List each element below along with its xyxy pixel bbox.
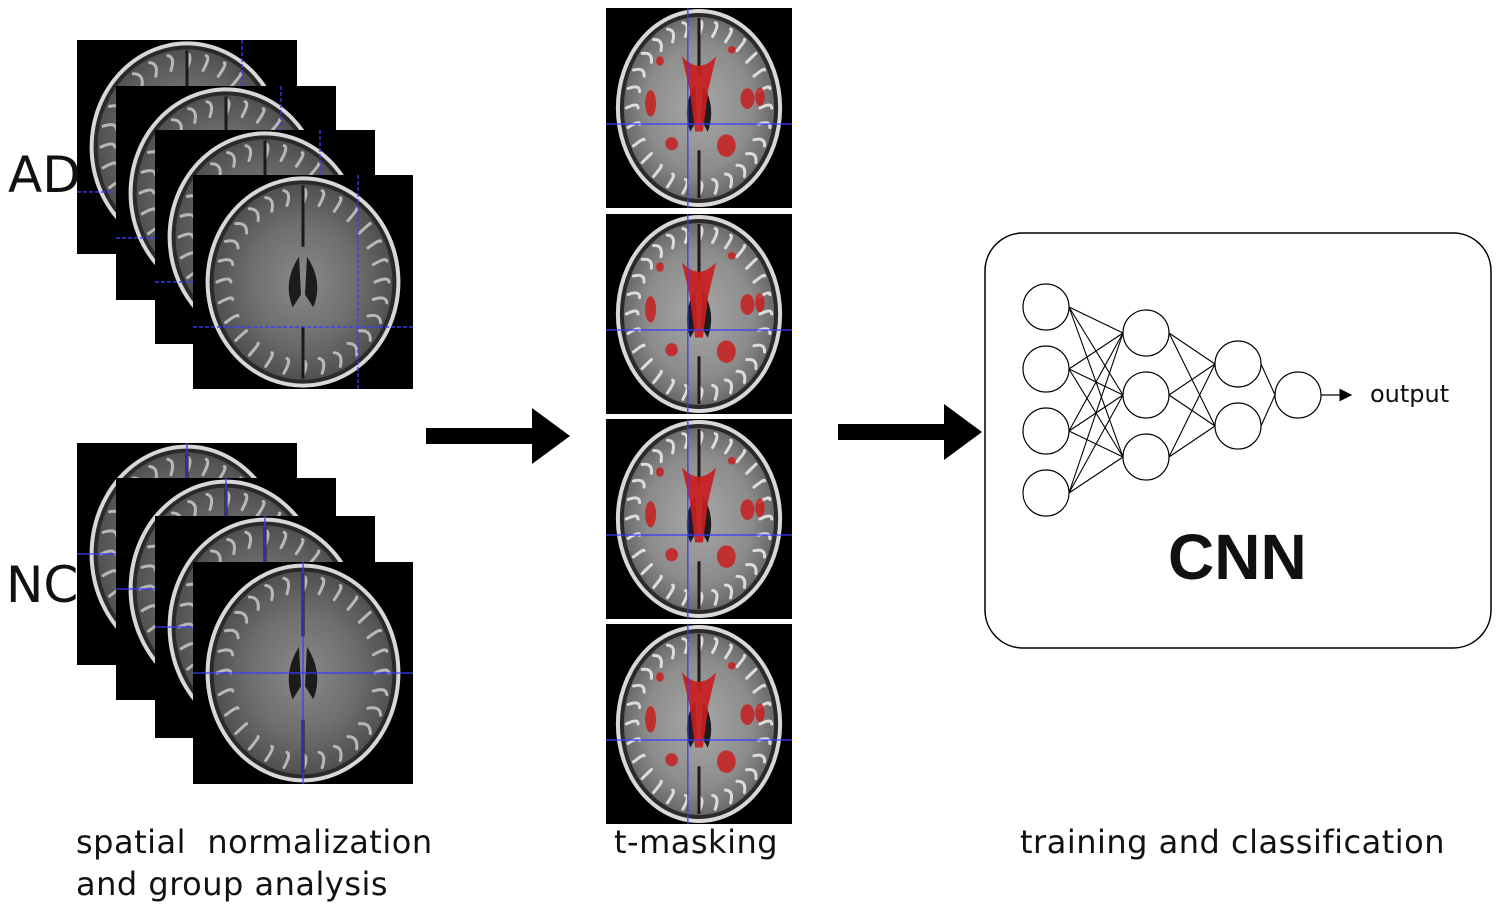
nn-node xyxy=(1122,309,1170,357)
masked-slice xyxy=(606,214,792,414)
nn-edge xyxy=(1068,456,1124,494)
nn-edge xyxy=(1168,363,1216,396)
nn-node xyxy=(1022,469,1070,517)
nn-node xyxy=(1022,345,1070,393)
t-masked-slices xyxy=(606,8,792,824)
nn-edge xyxy=(1068,332,1124,370)
masked-slice xyxy=(606,419,792,619)
stage1-caption-line1: spatial normalization xyxy=(76,823,433,861)
nc-slice xyxy=(193,562,413,784)
nn-edge xyxy=(1168,425,1216,458)
ad-group-label: AD xyxy=(8,146,81,204)
nn-edge xyxy=(1260,394,1276,427)
arrow-to-masking xyxy=(426,408,570,464)
nn-edge xyxy=(1168,363,1216,458)
nn-edge xyxy=(1168,332,1216,365)
nn-edge xyxy=(1068,332,1124,432)
nn-node xyxy=(1022,407,1070,455)
nn-node xyxy=(1122,433,1170,481)
stage1-caption-line2: and group analysis xyxy=(76,865,389,903)
nn-edge xyxy=(1068,306,1124,334)
nn-edge xyxy=(1260,363,1276,396)
ad-slice xyxy=(193,175,413,389)
nc-group-label: NC xyxy=(6,556,79,614)
nc-slice-stack xyxy=(77,443,413,784)
arrow-to-cnn xyxy=(838,404,982,460)
nn-node xyxy=(1214,340,1262,388)
stage2-caption: t-masking xyxy=(614,823,779,861)
masked-slice xyxy=(606,8,792,208)
nn-node xyxy=(1022,283,1070,331)
masked-slice xyxy=(606,624,792,824)
nn-edge xyxy=(1068,332,1124,494)
ad-slice-stack xyxy=(77,40,413,389)
nn-node xyxy=(1214,402,1262,450)
nn-node xyxy=(1274,371,1322,419)
nn-node xyxy=(1122,371,1170,419)
output-label: output xyxy=(1370,380,1450,408)
nn-edge xyxy=(1068,394,1124,494)
cnn-title: CNN xyxy=(1168,521,1307,593)
stage3-caption: training and classification xyxy=(1020,823,1445,861)
neural-network-graph xyxy=(1022,283,1353,517)
